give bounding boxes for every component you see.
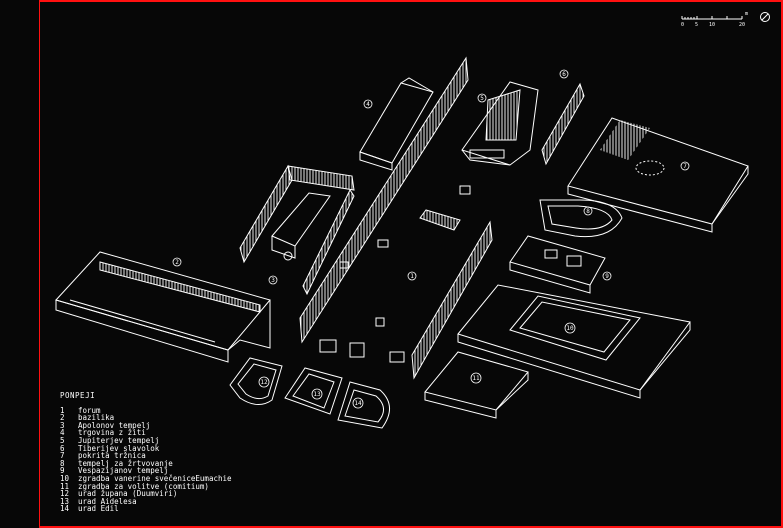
legend-item: 2 bazilika <box>60 414 232 422</box>
legend-item: 13 urad Aidelesa <box>60 498 232 506</box>
legend-number: 14 <box>60 504 70 514</box>
legend-number: 10 <box>60 473 70 483</box>
sacrifice-temple <box>539 199 623 238</box>
legend-label: bazilika <box>78 413 115 423</box>
legend-item: 14 urad Edil <box>60 505 232 513</box>
marker-13: 13 <box>313 391 321 398</box>
legend-label: urad Edil <box>78 504 119 514</box>
legend-item: 12 urad župana (Duumviri) <box>60 490 232 498</box>
scale-bar <box>681 16 743 20</box>
north-arrow-icon <box>760 12 770 22</box>
legend-label: Apolonov tempelj <box>78 420 151 430</box>
legend-number: 8 <box>60 458 65 468</box>
legend-number: 3 <box>60 420 65 430</box>
edil-office <box>337 381 390 429</box>
scale-tick-0: 0 <box>681 22 684 28</box>
forum-monuments <box>319 185 471 363</box>
scale-tick-20: 20 <box>739 22 745 28</box>
legend-number: 13 <box>60 496 70 506</box>
scale-tick-10: 10 <box>709 22 715 28</box>
legend-item: 1 forum <box>60 405 232 415</box>
aediles-office <box>284 367 343 415</box>
legend-number: 5 <box>60 435 65 445</box>
legend-number: 6 <box>60 443 65 453</box>
marker-8: 8 <box>586 208 590 215</box>
legend-number: 9 <box>60 466 65 476</box>
marker-7: 7 <box>683 163 687 170</box>
legend-item: 10 zgradba vanerine svečeniceEumachie <box>60 475 232 483</box>
marker-5: 5 <box>480 95 484 102</box>
legend-number: 7 <box>60 451 65 461</box>
legend-label: tempelj za žrtvovanje <box>78 458 173 468</box>
legend-item: 4 trgovina z žiti <box>60 429 232 437</box>
jupiter-temple <box>461 81 539 166</box>
basilica-building <box>55 251 271 363</box>
legend-item: 7 pokrita tržnica <box>60 452 232 460</box>
legend-label: pokrita tržnica <box>78 451 146 461</box>
marker-6: 6 <box>562 71 566 78</box>
macellum-building <box>567 117 749 233</box>
legend-label: Vespazijanov tempelj <box>78 466 169 476</box>
marker-9: 9 <box>605 273 609 280</box>
legend-label: Tiberijev slavolok <box>78 443 160 453</box>
legend-title: PONPEJI <box>60 391 96 400</box>
marker-1: 1 <box>410 273 414 280</box>
legend-item: 9 Vespazijanov tempelj <box>60 467 232 475</box>
marker-14: 14 <box>354 400 362 407</box>
legend-label: trgovina z žiti <box>78 428 146 438</box>
marker-12: 12 <box>260 379 268 386</box>
forum-east-colonnade <box>411 220 493 380</box>
vespasian-temple <box>509 235 606 294</box>
forum-west-colonnade <box>299 56 469 344</box>
legend-label: Jupiterjev tempelj <box>78 435 160 445</box>
legend-label: urad Aidelesa <box>78 496 137 506</box>
legend-number: 11 <box>60 481 70 491</box>
legend-item: 3 Apolonov tempelj <box>60 422 232 430</box>
legend-item: 5 Jupiterjev tempelj <box>60 437 232 445</box>
legend-item: 8 tempelj za žrtvovanje <box>60 460 232 468</box>
grain-store-building <box>359 77 434 171</box>
duumviri-office <box>229 357 283 405</box>
legend-number: 2 <box>60 413 65 423</box>
legend-item: 11 zgradba za volitve (comitium) <box>60 481 232 491</box>
legend-label: zgradba za volitve (comitium) <box>78 481 209 491</box>
marker-11: 11 <box>472 375 480 382</box>
legend-label: urad župana (Duumviri) <box>78 489 178 499</box>
legend: PONPEJI 1 forum 2 bazilika 3 Apolonov tempelj… <box>60 392 232 513</box>
marker-3: 3 <box>271 277 275 284</box>
legend-label: forum <box>78 405 101 415</box>
marker-2: 2 <box>175 259 179 266</box>
legend-label: zgradba vanerine svečeniceEumachie <box>78 473 232 483</box>
marker-4: 4 <box>366 101 370 108</box>
legend-number: 12 <box>60 489 70 499</box>
marker-10: 10 <box>566 325 574 332</box>
legend-item: 6 Tiberijev slavolok <box>60 443 232 453</box>
apollo-temple-enclosure <box>239 164 355 296</box>
eumachia-building <box>457 284 691 399</box>
legend-number: 4 <box>60 428 65 438</box>
tiberius-arch-colonnade <box>541 82 585 166</box>
scale-tick-5: 5 <box>695 22 698 28</box>
legend-number: 1 <box>60 405 65 415</box>
comitium-building <box>424 351 529 419</box>
scale-unit: m <box>745 11 748 17</box>
